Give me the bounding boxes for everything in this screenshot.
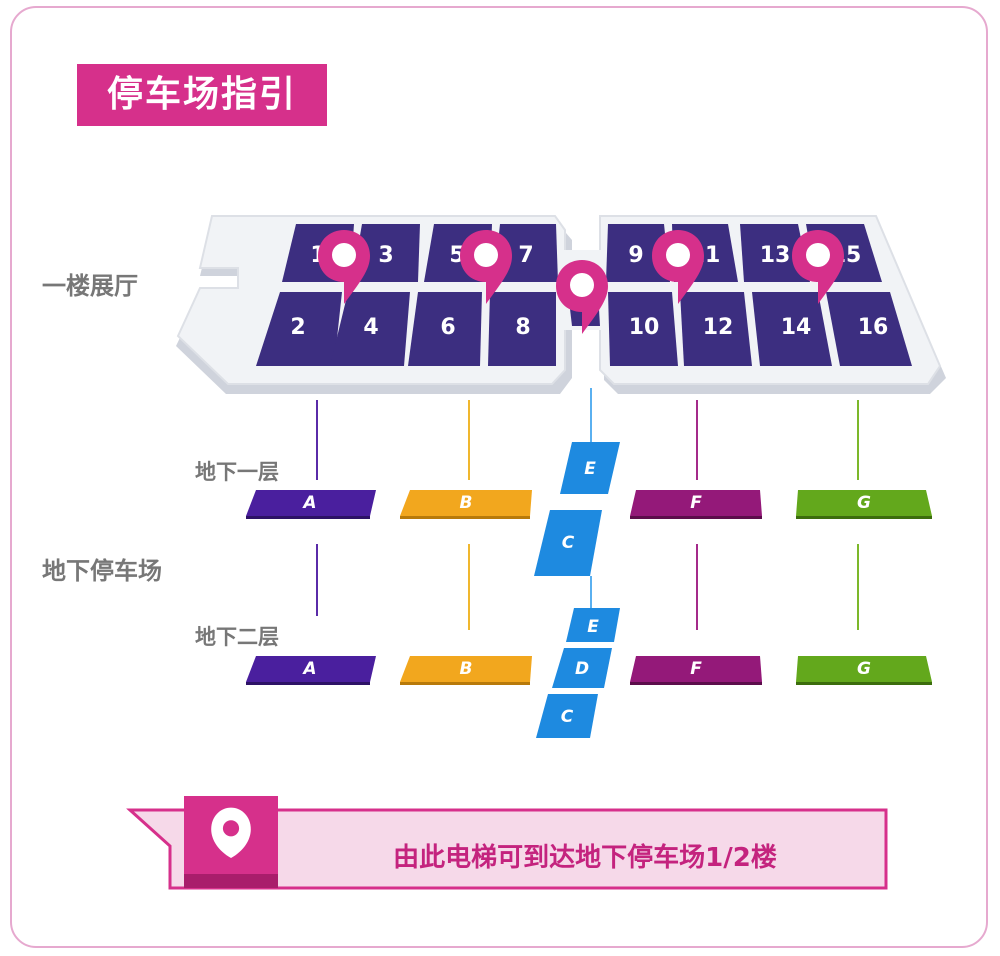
zone-c-b1 [534,510,602,576]
zone-d-b2 [552,648,612,688]
location-pin-icon [211,807,251,858]
guide-frame [10,6,988,948]
label-basement-2: 地下二层 [195,625,279,649]
zone-label: C [562,533,575,553]
zone-g-b2 [796,656,932,685]
hall-number: 8 [515,315,530,340]
zone-label: A [301,659,316,679]
elevator-banner-text: 由此电梯可到达地下停车场1/2楼 [393,843,777,873]
label-floor-1: 一楼展厅 [42,272,138,300]
zone-g-b1 [796,490,932,519]
zone-labels: A B E C F G A B E D C F G [301,459,871,727]
zone-label: G [857,493,871,513]
hall-number: 6 [440,315,455,340]
zone-label: B [460,493,473,513]
hall-number: 10 [629,315,660,340]
zone-e-b1 [560,442,620,494]
zone-f-b2 [630,656,762,685]
elevator-banner [126,796,888,890]
zone-c-b2 [536,694,598,738]
hall-numbers-bottom: 2 4 6 8 10 12 14 16 [290,315,888,340]
connector-lines [316,388,859,630]
hall-number: 3 [378,243,393,268]
basement-2-zones [246,608,932,738]
zone-label: G [857,659,871,679]
zone-label: F [690,493,702,513]
label-basement-1: 地下一层 [195,460,279,484]
halls-bottom-row [256,292,912,366]
zone-f-b1 [630,490,762,519]
zone-label: E [587,617,599,637]
zone-a-b1 [246,490,376,519]
zone-label: E [584,459,596,479]
hall-number: 14 [781,315,812,340]
hall-number: 16 [858,315,889,340]
hall-number: 2 [290,315,305,340]
hall-number: 7 [518,243,533,268]
zone-label: C [561,707,574,727]
label-underground-parking: 地下停车场 [42,557,162,585]
hall-number: 13 [760,243,791,268]
zone-a-b2 [246,656,376,685]
hall-number: 9 [628,243,643,268]
zone-b-b1 [400,490,532,519]
zone-label: A [301,493,316,513]
zone-label: B [460,659,473,679]
hall-number: 12 [703,315,734,340]
zone-label: F [690,659,702,679]
basement-1-zones [246,442,932,576]
page-title: 停车场指引 [77,64,327,126]
zone-label: D [575,659,589,679]
hall-number: 4 [363,315,378,340]
zone-b-b2 [400,656,532,685]
zone-e-b2 [566,608,620,642]
